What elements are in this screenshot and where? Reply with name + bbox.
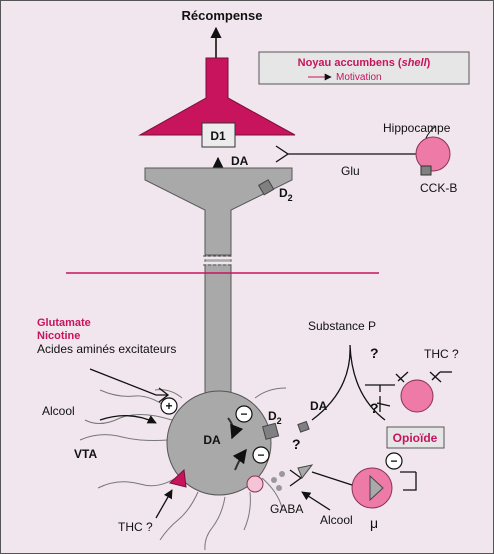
question-mark-1: ? [292, 436, 301, 452]
alcohol-bottom-arrow [301, 491, 331, 511]
hippocampus-cell [415, 136, 451, 172]
gaba-receptor [297, 464, 314, 480]
opioid-box [386, 426, 445, 449]
plus-badge [160, 397, 178, 415]
thc-right-synapse-right [429, 371, 442, 383]
small-pink-cell [246, 475, 264, 493]
cannabinoid-receptor [168, 468, 187, 488]
reward-label: Récompense [182, 8, 263, 23]
gaba-axon [311, 471, 353, 486]
cckb-receptor [420, 165, 432, 176]
glu-synapse [275, 145, 290, 163]
d2-autoreceptor-soma [262, 422, 280, 440]
postsynaptic-neuron [138, 57, 296, 136]
excitatory-synapse [158, 387, 170, 403]
thc-bottom-arrow [155, 489, 173, 519]
motivation-label: Motivation [336, 72, 382, 83]
question-mark-2: ? [370, 345, 379, 361]
d2-autoreceptor-top [257, 179, 275, 196]
vta-label: VTA [74, 447, 97, 461]
minus-badge-2 [252, 446, 270, 464]
opioid-synapse [400, 471, 417, 491]
alcohol-bottom-label: Alcool [320, 513, 353, 527]
nucleus-accumbens-title: Noyau accumbens (shell) [298, 57, 431, 69]
da-right-label: DA [310, 399, 328, 413]
thc-right-synapse-left [395, 371, 409, 383]
mu-label: μ [370, 515, 378, 531]
minus-sign-1: − [240, 407, 247, 421]
d2-top-label: D2 [279, 186, 293, 203]
hippocampus-label: Hippocampe [383, 121, 451, 135]
long-axon [204, 254, 232, 396]
cckb-label: CCK-B [420, 181, 457, 195]
gaba-label: GABA [270, 502, 303, 516]
d2-soma-label: D2 [268, 409, 282, 426]
gaba-vesicle-1 [271, 477, 277, 483]
axon-break [201, 256, 235, 265]
opioid-label: Opioïde [393, 431, 438, 445]
substance-p-synapse-2 [376, 396, 391, 412]
glutamate-label: Glutamate [37, 317, 91, 329]
substance-p-axon [311, 344, 386, 421]
axon-break-marks [203, 255, 233, 266]
dendrites [79, 387, 287, 551]
minus-badge-3 [385, 452, 403, 470]
da-top-label: DA [231, 154, 249, 168]
thc-right-cell [400, 379, 434, 413]
hippocampus-dendrite [425, 125, 437, 139]
alcohol-left-arrow [99, 415, 157, 424]
minus-badge-1 [235, 405, 253, 423]
gaba-vesicle-3 [276, 485, 282, 491]
gaba-synapse [289, 469, 303, 487]
thc-right-label: THC ? [424, 347, 459, 361]
inhibition-curve-1 [227, 417, 244, 440]
d1-label: D1 [210, 129, 226, 143]
substance-p-label: Substance P [308, 319, 376, 333]
plus-sign: + [165, 399, 172, 413]
substance-p-synapse-1 [365, 384, 395, 392]
d1-receptor-box [201, 122, 236, 148]
excitatory-amino-acids-label: Acides aminés excitateurs [37, 342, 176, 356]
alcohol-left-label: Alcool [42, 404, 75, 418]
excitatory-axon [89, 368, 168, 396]
da-soma-label: DA [203, 433, 221, 447]
thc-bottom-label: THC ? [118, 520, 153, 534]
mu-receptor [369, 474, 384, 502]
dendritic-da-vesicle [297, 420, 310, 433]
nucleus-accumbens-box [258, 51, 470, 85]
inhibition-curve-2 [232, 448, 247, 471]
nicotine-label: Nicotine [37, 330, 80, 342]
glu-label: Glu [341, 164, 360, 178]
question-mark-3: ? [370, 400, 379, 416]
minus-sign-3: − [390, 454, 397, 468]
gaba-vesicle-2 [279, 471, 285, 477]
minus-sign-2: − [257, 448, 264, 462]
axon-terminal [144, 167, 293, 256]
